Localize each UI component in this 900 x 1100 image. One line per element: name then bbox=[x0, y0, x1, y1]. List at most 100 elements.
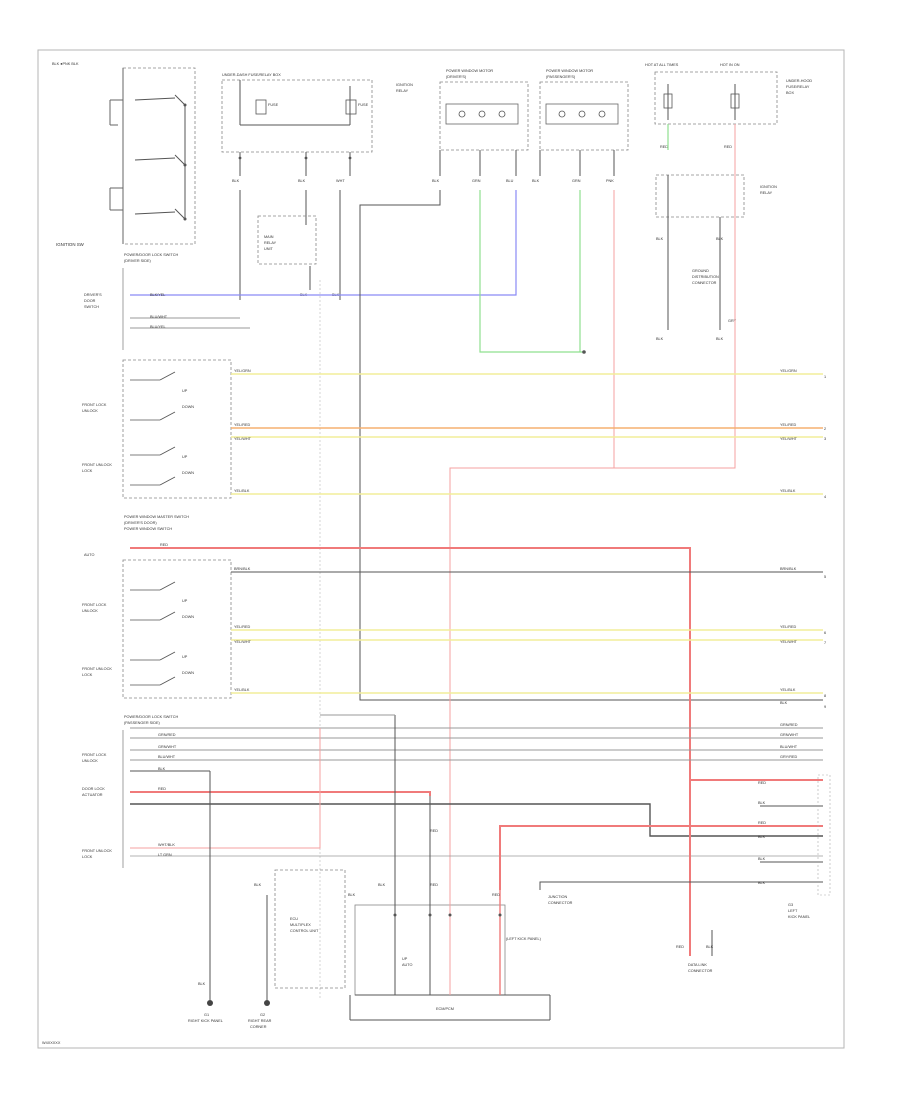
wsb1-lbl-2: UNLOCK bbox=[82, 409, 98, 413]
pin-8: 8 bbox=[824, 694, 826, 698]
lsw-tag-8: GRN/RED bbox=[780, 723, 798, 727]
driver-door-label-2: DOOR bbox=[84, 299, 96, 303]
lsw-tag-7: LT GRN bbox=[158, 853, 172, 857]
hot-all-times: HOT AT ALL TIMES bbox=[645, 63, 679, 67]
jc-label-2: CONNECTOR bbox=[548, 901, 573, 905]
ls2-label-2: (PASSENGER SIDE) bbox=[124, 721, 161, 725]
rr-gnd: GROUND bbox=[692, 269, 709, 273]
fuse-block-label: UNDER-DASH FUSE/RELAY BOX bbox=[222, 73, 281, 77]
uh-label-1: UNDER-HOOD bbox=[786, 79, 812, 83]
pin-5: 5 bbox=[824, 575, 826, 579]
ecu-label: ECU bbox=[290, 917, 298, 921]
window-switch-block-1: UP DOWN UP DOWN FRONT LOCK UNLOCK FRONT … bbox=[82, 359, 232, 499]
wr2-tag-6: YEL/RED bbox=[780, 625, 797, 629]
wsb1-down-2: DOWN bbox=[182, 471, 194, 475]
ls-tag-2: BLU/WHT bbox=[150, 315, 168, 319]
ecu-label-2: MULTIPLEX bbox=[290, 923, 311, 927]
uh-tag-2: RED bbox=[724, 145, 732, 149]
ground-1: BLK G1 RIGHT KICK PANEL bbox=[188, 771, 223, 1023]
rr-label: IGNITION bbox=[760, 185, 777, 189]
fb-tag-1: BLK bbox=[232, 179, 240, 183]
lsw-lbl-4: ACTUATOR bbox=[82, 793, 103, 797]
dl-label: DATA LINK bbox=[688, 963, 707, 967]
rr-tag-1: BLK bbox=[656, 237, 664, 241]
yw-tag-1: YEL/GRN bbox=[234, 369, 251, 373]
wr2-tag-2: YEL/RED bbox=[234, 625, 251, 629]
m-relay-label-3: UNIT bbox=[264, 247, 274, 251]
motor-2-label-b: (PASSENGER'S) bbox=[546, 75, 576, 79]
g2-label-2: RIGHT REAR bbox=[248, 1019, 272, 1023]
g2-label: G2 bbox=[260, 1013, 265, 1017]
wsb1-lbl-1: FRONT LOCK bbox=[82, 403, 107, 407]
ws-section-label-2: (DRIVER'S DOOR) bbox=[124, 521, 157, 525]
ecu-tag: BLK bbox=[254, 883, 262, 887]
window-switch-block-2: UP DOWN UP DOWN FRONT LOCK UNLOCK FRONT … bbox=[82, 559, 232, 699]
ecm-tag-1: RED bbox=[430, 829, 438, 833]
ecm-label: ECM/PCM bbox=[436, 1007, 454, 1011]
lsw-tag-1: GRN/RED bbox=[158, 733, 176, 737]
wr2-tag-7: YEL/WHT bbox=[780, 640, 798, 644]
driver-door-label-3: SWITCH bbox=[84, 305, 99, 309]
pin-2: 2 bbox=[824, 427, 826, 431]
g1-tag: BLK bbox=[198, 982, 206, 986]
wsb2-down: DOWN bbox=[182, 615, 194, 619]
wsb2-up: UP bbox=[182, 599, 188, 603]
wr2-tag-1: BRN/BLK bbox=[234, 567, 251, 571]
window-motor-2: POWER WINDOW MOTOR (PASSENGER'S) BLK GRN… bbox=[532, 69, 629, 183]
lsw-lbl-3: DOOR LOCK bbox=[82, 787, 105, 791]
lock-switch-wires: GRN/RED GRN/WHT BLU/WHT BLK RED WHT/BLK … bbox=[82, 723, 823, 859]
ecm-tag-4: BLK bbox=[378, 883, 386, 887]
wsb1-down: DOWN bbox=[182, 405, 194, 409]
rr-tag-5: GRY bbox=[728, 319, 737, 323]
lsw-tag-11: GRY/RED bbox=[780, 755, 797, 759]
lsw-tag-10: BLU/WHT bbox=[780, 745, 798, 749]
ecm-tag-2: RED bbox=[430, 883, 438, 887]
blue-wire bbox=[130, 190, 517, 296]
yw-tag-7: YEL/WHT bbox=[780, 437, 798, 441]
dl-label-2: CONNECTOR bbox=[688, 969, 713, 973]
wr2-tag-9: BLK bbox=[780, 701, 788, 705]
lsw-lbl-6: LOCK bbox=[82, 855, 93, 859]
wr2-tag-5: BRN/BLK bbox=[780, 567, 797, 571]
ws-section-label-3: POWER WINDOW SWITCH bbox=[124, 527, 172, 531]
lsw-tag-4: BLK bbox=[158, 767, 166, 771]
uh-tag-1: RED bbox=[660, 145, 668, 149]
wsb1-up: UP bbox=[182, 389, 188, 393]
fb-tag-2: BLK bbox=[298, 179, 306, 183]
yw-tag-6: YEL/RED bbox=[780, 423, 797, 427]
wsb1-lbl-3: FRONT UNLOCK bbox=[82, 463, 112, 467]
power-lock-sw-label: POWER/DOOR LOCK SWITCH bbox=[124, 253, 178, 257]
g1-label-2: RIGHT KICK PANEL bbox=[188, 1019, 223, 1023]
motor-2-label: POWER WINDOW MOTOR bbox=[546, 69, 593, 73]
driver-door-label: DRIVER'S bbox=[84, 293, 102, 297]
power-lock-sw-label-2: (DRIVER SIDE) bbox=[124, 259, 152, 263]
green-wire-1 bbox=[479, 190, 584, 353]
wsb2-lbl-3: FRONT UNLOCK bbox=[82, 667, 112, 671]
rc-tag-6: BLK bbox=[758, 881, 766, 885]
pin-9: 9 bbox=[824, 705, 826, 709]
rr-tag-2: BLK bbox=[716, 237, 724, 241]
ignition-switch-block: IGNITION SW bbox=[56, 67, 196, 247]
m1-tag-3: BLU bbox=[506, 179, 514, 183]
uh-label-3: BOX bbox=[786, 91, 794, 95]
rc-tag-4: BLK bbox=[758, 835, 766, 839]
red-wire-main bbox=[130, 547, 823, 781]
under-hood-box: HOT AT ALL TIMES HOT IN ON UNDER-HOOD FU… bbox=[645, 63, 812, 149]
ign-sw-label: IGNITION SW bbox=[56, 242, 85, 247]
wsb2-up-2: UP bbox=[182, 655, 188, 659]
ls-tag-3: BLU/YEL bbox=[150, 325, 166, 329]
rc-tag-3: RED bbox=[758, 821, 766, 825]
ecm-auto: AUTO bbox=[402, 963, 413, 967]
rg-label: G3 bbox=[788, 903, 793, 907]
fuse-1-label: FUSE bbox=[268, 103, 279, 107]
rr-gnd-3: CONNECTOR bbox=[692, 281, 717, 285]
yw-tag-5: YEL/GRN bbox=[780, 369, 797, 373]
ecu-label-3: CONTROL UNIT bbox=[290, 929, 319, 933]
rr-tag-3: BLK bbox=[656, 337, 664, 341]
lsw-lbl-1: FRONT LOCK bbox=[82, 753, 107, 757]
pin-4: 4 bbox=[824, 495, 826, 499]
rr-tag-4: BLK bbox=[716, 337, 724, 341]
m1-tag-2: GRN bbox=[472, 179, 481, 183]
ws-section-label: POWER WINDOW MASTER SWITCH bbox=[124, 515, 189, 519]
